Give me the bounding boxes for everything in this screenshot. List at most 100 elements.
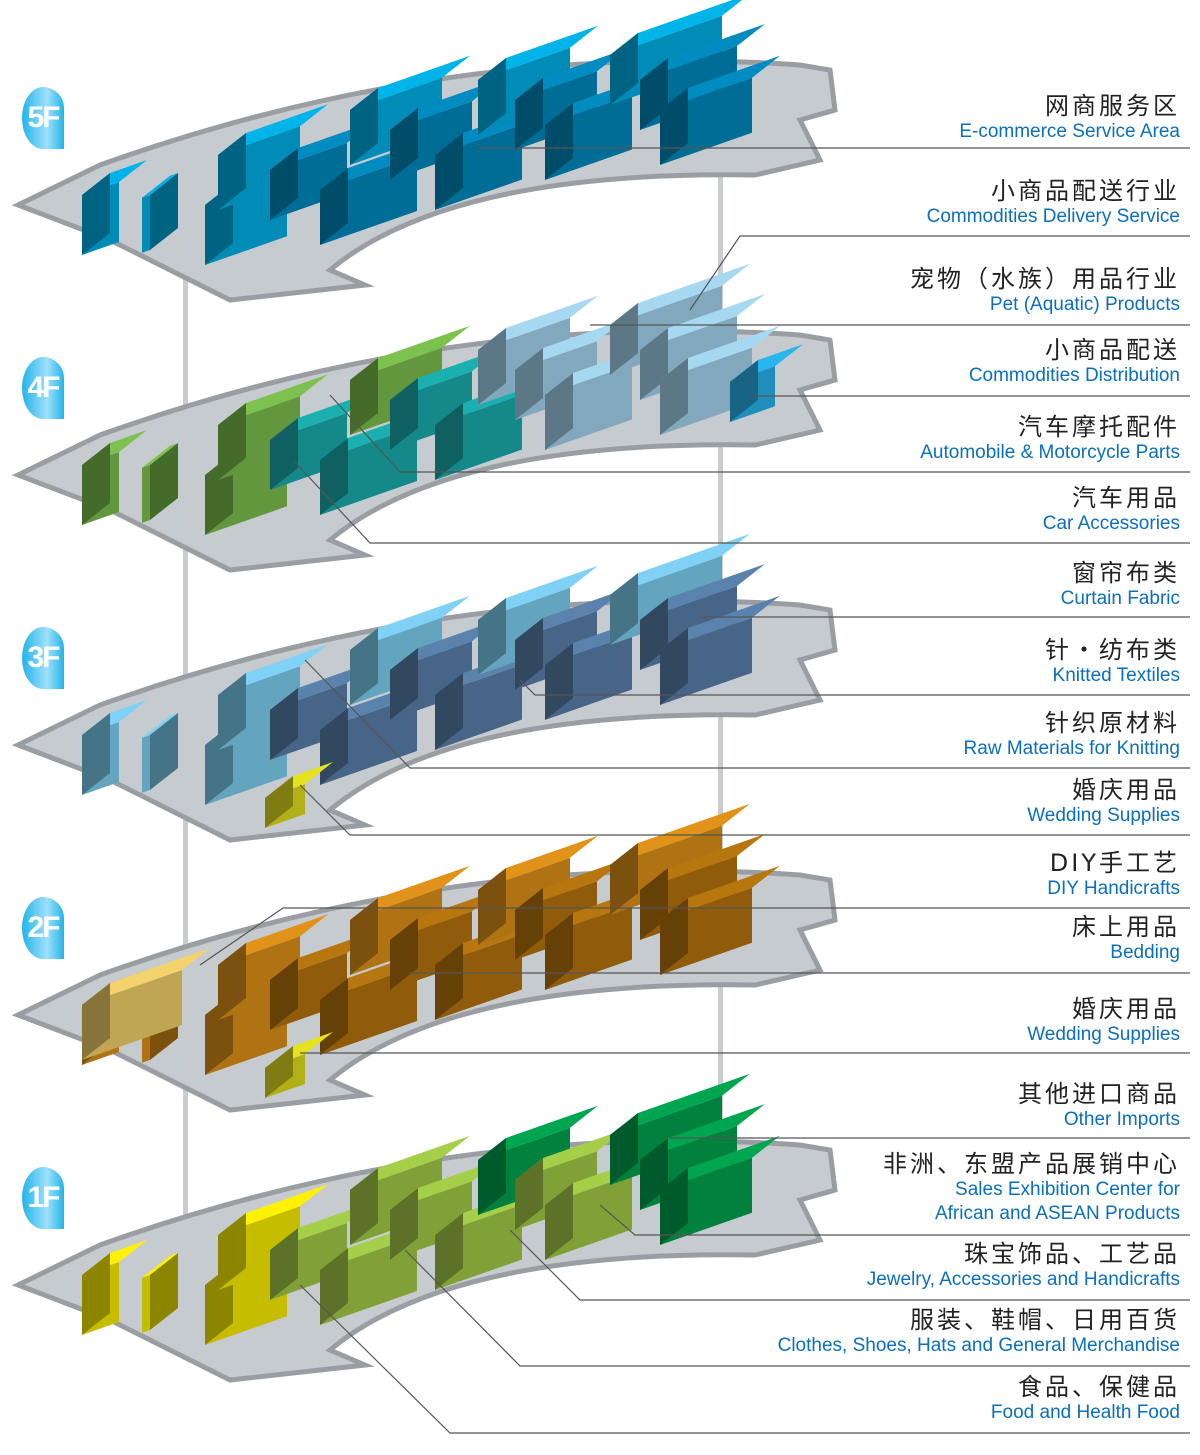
badge-shape-icon xyxy=(22,87,64,149)
floor-1F xyxy=(11,1073,838,1383)
booth-block xyxy=(660,55,780,165)
booth-block xyxy=(142,713,178,793)
booth-block xyxy=(390,1159,500,1260)
booth-block xyxy=(82,430,147,525)
booth-block xyxy=(350,865,470,975)
zone-label-english: E-commerce Service Area xyxy=(959,121,1180,142)
booth-block xyxy=(660,325,780,435)
leader-line xyxy=(689,235,1190,311)
floor-4F xyxy=(11,263,838,573)
zone-label-english: Pet (Aquatic) Products xyxy=(989,294,1180,315)
leader-line xyxy=(304,659,1190,769)
booth-block xyxy=(515,859,625,960)
leader-line xyxy=(509,1229,1190,1301)
zone-label-chinese: 小商品配送 xyxy=(1045,336,1180,364)
zone-label-english: Commodities Delivery Service xyxy=(926,206,1180,227)
booth-block xyxy=(142,1253,178,1333)
zone-label-chinese: DIY手工艺 xyxy=(1049,849,1180,877)
booth-block xyxy=(478,835,598,945)
booth-block xyxy=(515,589,625,690)
booth-block xyxy=(350,1135,470,1245)
zone-label-chinese: 汽车用品 xyxy=(1072,484,1180,512)
zone-label-english: Car Accessories xyxy=(1042,513,1180,534)
floor-badge-label: 3F xyxy=(27,641,60,674)
zone-label-english: DIY Handicrafts xyxy=(1047,878,1180,899)
booth-block xyxy=(142,173,178,253)
zone-label-english: Automobile & Motorcycle Parts xyxy=(920,442,1180,463)
badge-shape-icon xyxy=(22,627,64,689)
booth-block xyxy=(270,931,375,1030)
zone-label-chinese: 小商品配送行业 xyxy=(991,177,1180,205)
booth-block xyxy=(660,595,780,705)
booth-block xyxy=(82,948,210,1060)
zone-label-chinese: 服装、鞋帽、日用百货 xyxy=(910,1306,1180,1334)
booth-block xyxy=(478,25,598,135)
zone-label-chinese: 针・纺布类 xyxy=(1045,636,1180,664)
booth-block xyxy=(515,1129,625,1230)
booth-block xyxy=(82,160,147,255)
booth-block xyxy=(478,565,598,675)
booth-block xyxy=(270,661,375,760)
booth-block xyxy=(390,619,500,720)
booth-block xyxy=(390,889,500,990)
floor-badge-label: 2F xyxy=(27,911,60,944)
booth-block xyxy=(270,121,375,220)
booth-block xyxy=(350,595,470,705)
zone-label-chinese: 窗帘布类 xyxy=(1072,559,1180,587)
zone-label-chinese: 汽车摩托配件 xyxy=(1018,413,1180,441)
zone-label-chinese: 婚庆用品 xyxy=(1072,776,1180,804)
leader-line xyxy=(329,394,1190,473)
floor-badge-5F: 5F xyxy=(20,85,66,151)
zone-label-chinese: 婚庆用品 xyxy=(1072,995,1180,1023)
zone-label-english: Clothes, Shoes, Hats and General Merchan… xyxy=(777,1335,1180,1356)
leader-line xyxy=(299,1284,1190,1434)
booth-block xyxy=(515,49,625,150)
zone-label-english: Raw Materials for Knitting xyxy=(963,738,1180,759)
zone-label-chinese: 床上用品 xyxy=(1072,913,1180,941)
booth-block xyxy=(478,295,598,405)
zone-label-english: Jewelry, Accessories and Handicrafts xyxy=(866,1269,1180,1290)
floor-2F xyxy=(11,803,838,1113)
zone-label-english: Food and Health Food xyxy=(990,1402,1180,1423)
booth-block xyxy=(218,104,328,210)
leader-line xyxy=(294,461,1190,544)
leader-line xyxy=(404,1249,1190,1367)
booth-block xyxy=(265,762,333,828)
leader-line xyxy=(299,784,1190,836)
booth-block xyxy=(142,443,178,523)
booth-block xyxy=(390,79,500,180)
zone-label-chinese: 网商服务区 xyxy=(1045,92,1180,120)
booth-block xyxy=(390,349,500,450)
floor-badge-1F: 1F xyxy=(20,1165,66,1231)
zone-label-chinese: 珠宝饰品、工艺品 xyxy=(964,1240,1180,1268)
zone-label-english: Curtain Fabric xyxy=(1060,588,1180,609)
booth-block xyxy=(730,344,803,422)
booth-block xyxy=(218,914,328,1020)
zone-label-english: Wedding Supplies xyxy=(1027,1024,1180,1045)
badge-shape-icon xyxy=(22,897,64,959)
leader-line xyxy=(599,1204,1190,1236)
booth-block xyxy=(82,1240,147,1335)
zone-label-english: Knitted Textiles xyxy=(1052,665,1180,686)
zone-label-chinese: 非洲、东盟产品展销中心 xyxy=(883,1150,1180,1178)
zone-label-english: Wedding Supplies xyxy=(1027,805,1180,826)
zone-label-chinese: 食品、保健品 xyxy=(1018,1373,1180,1401)
booth-block xyxy=(270,391,375,490)
badge-shape-icon xyxy=(22,357,64,419)
booth-block xyxy=(218,1184,328,1290)
